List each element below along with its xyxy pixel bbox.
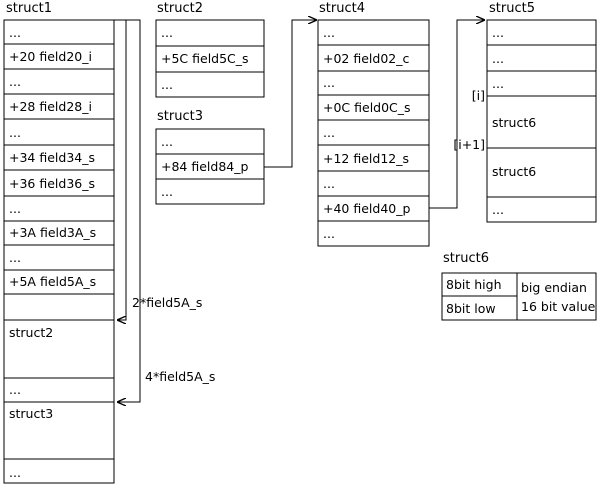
- struct3-size-arrow: [118, 19, 141, 402]
- struct1-row-4: ...: [9, 125, 21, 140]
- field40-pointer-arrow: [429, 20, 484, 209]
- struct5-row-4: struct6: [492, 164, 536, 179]
- struct1-row-2: ...: [9, 74, 21, 89]
- struct5-row-3: struct6: [492, 115, 536, 130]
- struct1-row-0: ...: [9, 25, 21, 40]
- struct6-note-1: 16 bit value: [521, 299, 596, 314]
- struct1-title: struct1: [6, 1, 52, 16]
- struct5-row-2: ...: [492, 76, 504, 91]
- struct6-title: struct6: [443, 251, 489, 266]
- struct4-row-8: ...: [323, 226, 335, 241]
- struct1-row-9: ...: [9, 250, 21, 265]
- struct5-title: struct5: [489, 1, 535, 16]
- struct5-box: [486, 19, 597, 223]
- struct4-row-2: ...: [323, 75, 335, 90]
- field84-pointer-arrow: [264, 20, 316, 168]
- struct6-note-0: big endian: [521, 280, 587, 295]
- struct2-size-arrow: [114, 19, 127, 320]
- struct3-title: struct3: [157, 109, 203, 124]
- struct4-row-1: +02 field02_c: [323, 51, 409, 66]
- struct4-row-0: ...: [323, 25, 335, 40]
- struct1-row-14: ...: [9, 465, 21, 480]
- struct5-row-5: ...: [492, 202, 504, 217]
- struct3-row-0: ...: [161, 134, 173, 149]
- struct2-row-2: ...: [161, 77, 173, 92]
- struct4-row-3: +0C field0C_s: [323, 100, 411, 115]
- struct1-row-7: ...: [9, 201, 21, 216]
- struct2-size-label: 2*field5A_s: [132, 295, 202, 310]
- struct2-row-1: +5C field5C_s: [161, 51, 249, 66]
- struct6-row-0: 8bit high: [446, 277, 502, 292]
- struct3-row-1: +84 field84_p: [161, 159, 248, 174]
- struct3-size-label: 4*field5A_s: [145, 369, 215, 384]
- struct5-index-i: [i]: [472, 88, 485, 103]
- struct1-row-8: +3A field3A_s: [9, 225, 96, 240]
- struct3-row-2: ...: [161, 184, 173, 199]
- struct4-title: struct4: [319, 1, 365, 16]
- struct2-title: struct2: [157, 1, 203, 16]
- struct2-box: [155, 19, 265, 98]
- struct1-box: [3, 19, 115, 484]
- struct1-row-6: +36 field36_s: [9, 176, 95, 191]
- struct1-row-10: +5A field5A_s: [9, 274, 96, 289]
- struct4-row-7: +40 field40_p: [323, 201, 410, 216]
- struct1-row-11: struct2: [9, 325, 53, 340]
- struct1-row-13: struct3: [9, 406, 53, 421]
- struct6-box: [441, 272, 597, 321]
- struct1-row-3: +28 field28_i: [9, 99, 92, 114]
- struct1-row-5: +34 field34_s: [9, 150, 95, 165]
- struct1-row-1: +20 field20_i: [9, 49, 92, 64]
- struct4-row-5: +12 field12_s: [323, 151, 409, 166]
- struct6-row-1: 8bit low: [446, 301, 496, 316]
- struct5-row-1: ...: [492, 51, 504, 66]
- struct5-row-0: ...: [492, 25, 504, 40]
- struct5-index-i-plus-1: [i+1]: [453, 137, 485, 152]
- struct2-row-0: ...: [161, 25, 173, 40]
- struct4-box: [317, 19, 430, 247]
- struct4-row-6: ...: [323, 176, 335, 191]
- struct1-row-12: ...: [9, 382, 21, 397]
- struct4-row-4: ...: [323, 125, 335, 140]
